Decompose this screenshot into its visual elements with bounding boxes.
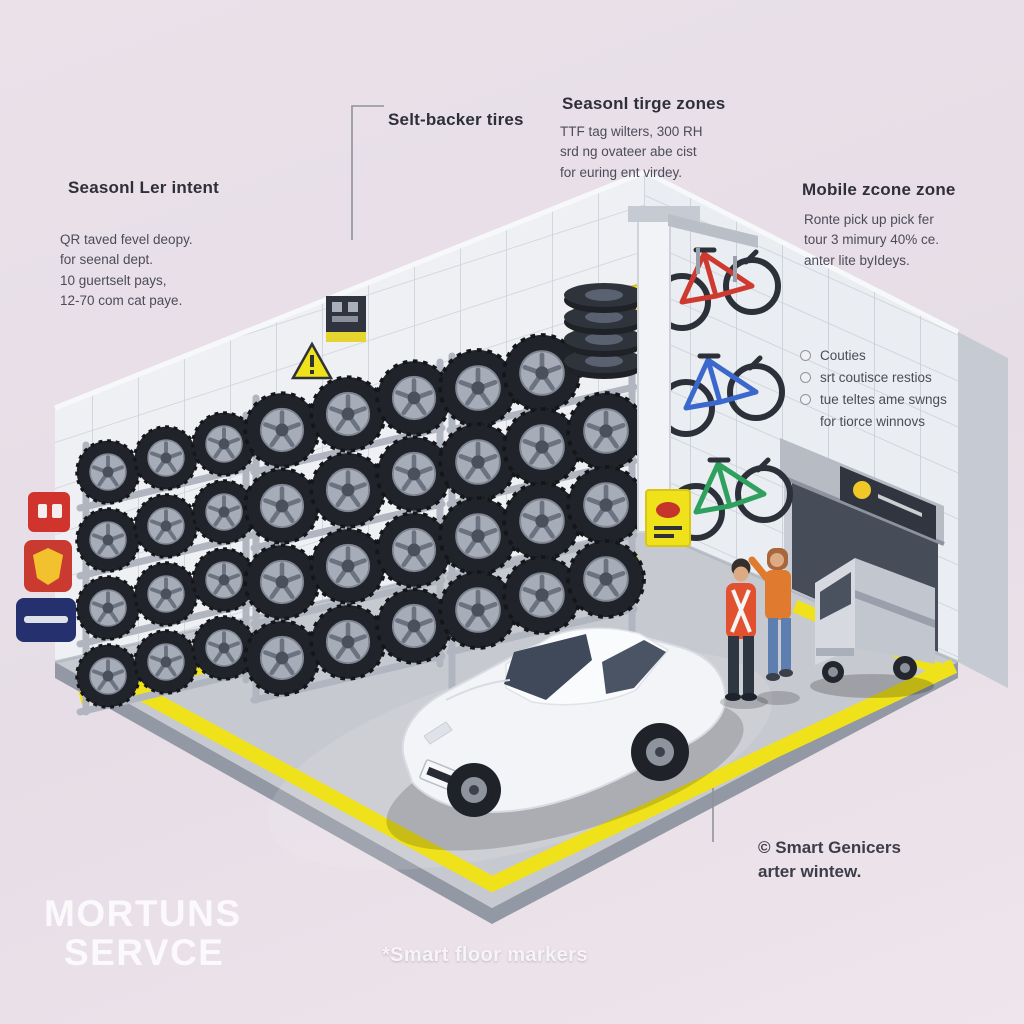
car-hood-line [445, 679, 511, 701]
customer-shoe [766, 673, 780, 681]
pillar-yellow-sign [645, 489, 691, 547]
stacked-tires-horizontal [564, 283, 644, 379]
checklist-item: tue teltes ame swngs [800, 392, 947, 407]
customer-arm [748, 556, 774, 586]
bike-hooks [696, 248, 737, 282]
technician-shoe [725, 693, 741, 701]
annotation-title-seasonal-intent: Seasonl Ler intent [68, 178, 219, 197]
floor-marker-front [91, 659, 958, 893]
van-side-trim [855, 590, 935, 628]
car-windshield [504, 634, 592, 700]
leader-self-backer [351, 105, 384, 240]
bullet-circle-icon [800, 372, 811, 383]
corner-pillar [628, 206, 758, 547]
annotation-body-seasonal-zones: TTF tag wilters, 300 RH srd ng ovateer a… [560, 124, 703, 180]
checklist-item: Couties [800, 348, 947, 363]
technician-person [720, 558, 768, 709]
checklist-item-label: tue teltes ame swngs [820, 392, 947, 407]
brand-line-1: MORTUNS [44, 893, 242, 934]
checklist-item: srt coutisce restios [800, 370, 947, 385]
annotation-title-seasonal-zones: Seasonl tirge zones [562, 94, 726, 113]
technician-leg [728, 636, 739, 694]
technician-face [733, 566, 749, 582]
badge-navy-logo [16, 598, 76, 642]
brand-line-2: SERVCE [64, 932, 225, 974]
bullet-circle-icon [800, 394, 811, 405]
canopy-edge [779, 474, 945, 546]
customer-person [748, 548, 800, 705]
technician-leg [743, 636, 754, 694]
car-side-window [602, 640, 666, 694]
annotation-title-mobile-zone: Mobile zcone zone [802, 180, 956, 199]
jacket-safety-stripes [730, 589, 752, 633]
brand-wordmark: MORTUNS SERVCE [44, 893, 242, 974]
annotation-leader-lines [351, 105, 714, 842]
van-bumper [816, 648, 854, 656]
car-headlight [423, 721, 453, 745]
bike-green [667, 457, 793, 541]
badge-shield-logo [24, 540, 72, 592]
checklist-item-label: Couties [820, 348, 866, 363]
smart-credit-note: © Smart Genicers arter wintew. [758, 838, 901, 881]
annotation-body-mobile-zone: Ronte pick up pick fer tour 3 mimury 40%… [804, 212, 940, 268]
tire-racks [74, 283, 644, 716]
checklist-item-label: srt coutisce restios [820, 370, 932, 385]
technician-shoe [741, 693, 757, 701]
bike-red [653, 247, 781, 331]
warning-triangle-sign [290, 341, 334, 380]
badge-red-logo [28, 492, 70, 532]
brand-badges [16, 492, 76, 642]
qr-info-sign [326, 296, 366, 342]
customer-leg [768, 618, 778, 674]
van-windshield [820, 572, 851, 620]
right-wall-exterior [958, 332, 1008, 688]
delivery-van [810, 558, 935, 698]
annotation-body-seasonal-intent: QR taved fevel deopy. for seenal dept. 1… [60, 232, 193, 308]
floor-markers-note: *Smart floor markers [382, 944, 588, 966]
van-rear-hub [900, 663, 910, 673]
service-checklist: Couties srt coutisce restios tue teltes … [800, 348, 947, 429]
customer-leg [781, 618, 791, 670]
car-wheels [447, 723, 689, 817]
bullet-circle-icon [800, 350, 811, 361]
garage-canopy [779, 438, 945, 546]
customer-shoe [779, 669, 793, 677]
van-shadow [810, 674, 934, 698]
van-front-hub [828, 667, 838, 677]
checklist-item-label: for tiorce winnovs [820, 414, 926, 429]
ceiling-beam [668, 214, 758, 248]
annotation-title-self-backer: Selt-backer tires [388, 110, 524, 129]
customer-face [770, 553, 784, 567]
white-sedan [386, 627, 744, 851]
checklist-item: for tiorce winnovs [820, 414, 947, 429]
wall-top-edge [54, 169, 960, 411]
canopy-sign-textbar [878, 494, 922, 517]
canopy-logo-icon [853, 481, 871, 499]
